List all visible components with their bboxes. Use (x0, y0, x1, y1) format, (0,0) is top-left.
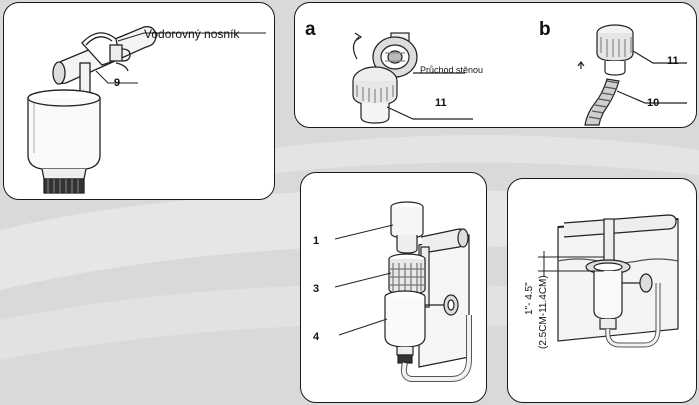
label-part-11-b: 11 (667, 55, 679, 67)
label-step-b: b (539, 19, 551, 40)
leader-line-support (117, 32, 266, 42)
panel-support-mount: Vodorovný nosník 9 (3, 2, 275, 200)
panel-wall-connection: a b Průchod stěnou 11 11 10 (294, 2, 697, 128)
label-step-a: a (305, 19, 316, 40)
leader-line-4 (338, 318, 388, 336)
label-part-9: 9 (114, 77, 121, 89)
skimmer-parts-illustration (334, 201, 472, 382)
panel-water-level: 1"- 4.5" (2.5CM-11.4CM) (507, 178, 697, 403)
water-level-illustration (538, 214, 679, 348)
label-part-4: 4 (313, 331, 320, 343)
leader-line-3 (334, 272, 392, 288)
label-part-1: 1 (313, 235, 320, 247)
label-part-10: 10 (647, 97, 660, 109)
skimmer-on-support-illustration (27, 26, 266, 194)
wall-fitting-illustration (352, 24, 687, 126)
label-wall-passage: Průchod stěnou (420, 65, 484, 75)
panel-skimmer-parts: 1 3 4 (300, 172, 487, 403)
leader-line-1 (334, 224, 394, 240)
dimension-marker (538, 251, 604, 277)
label-horizontal-support: Vodorovný nosník (144, 27, 240, 41)
label-part-3: 3 (313, 283, 320, 295)
leader-line-9 (95, 70, 138, 84)
label-dimension-cm: (2.5CM-11.4CM) (538, 275, 549, 349)
label-part-11-a: 11 (435, 97, 447, 109)
label-dimension-inch: 1"- 4.5" (524, 282, 535, 315)
